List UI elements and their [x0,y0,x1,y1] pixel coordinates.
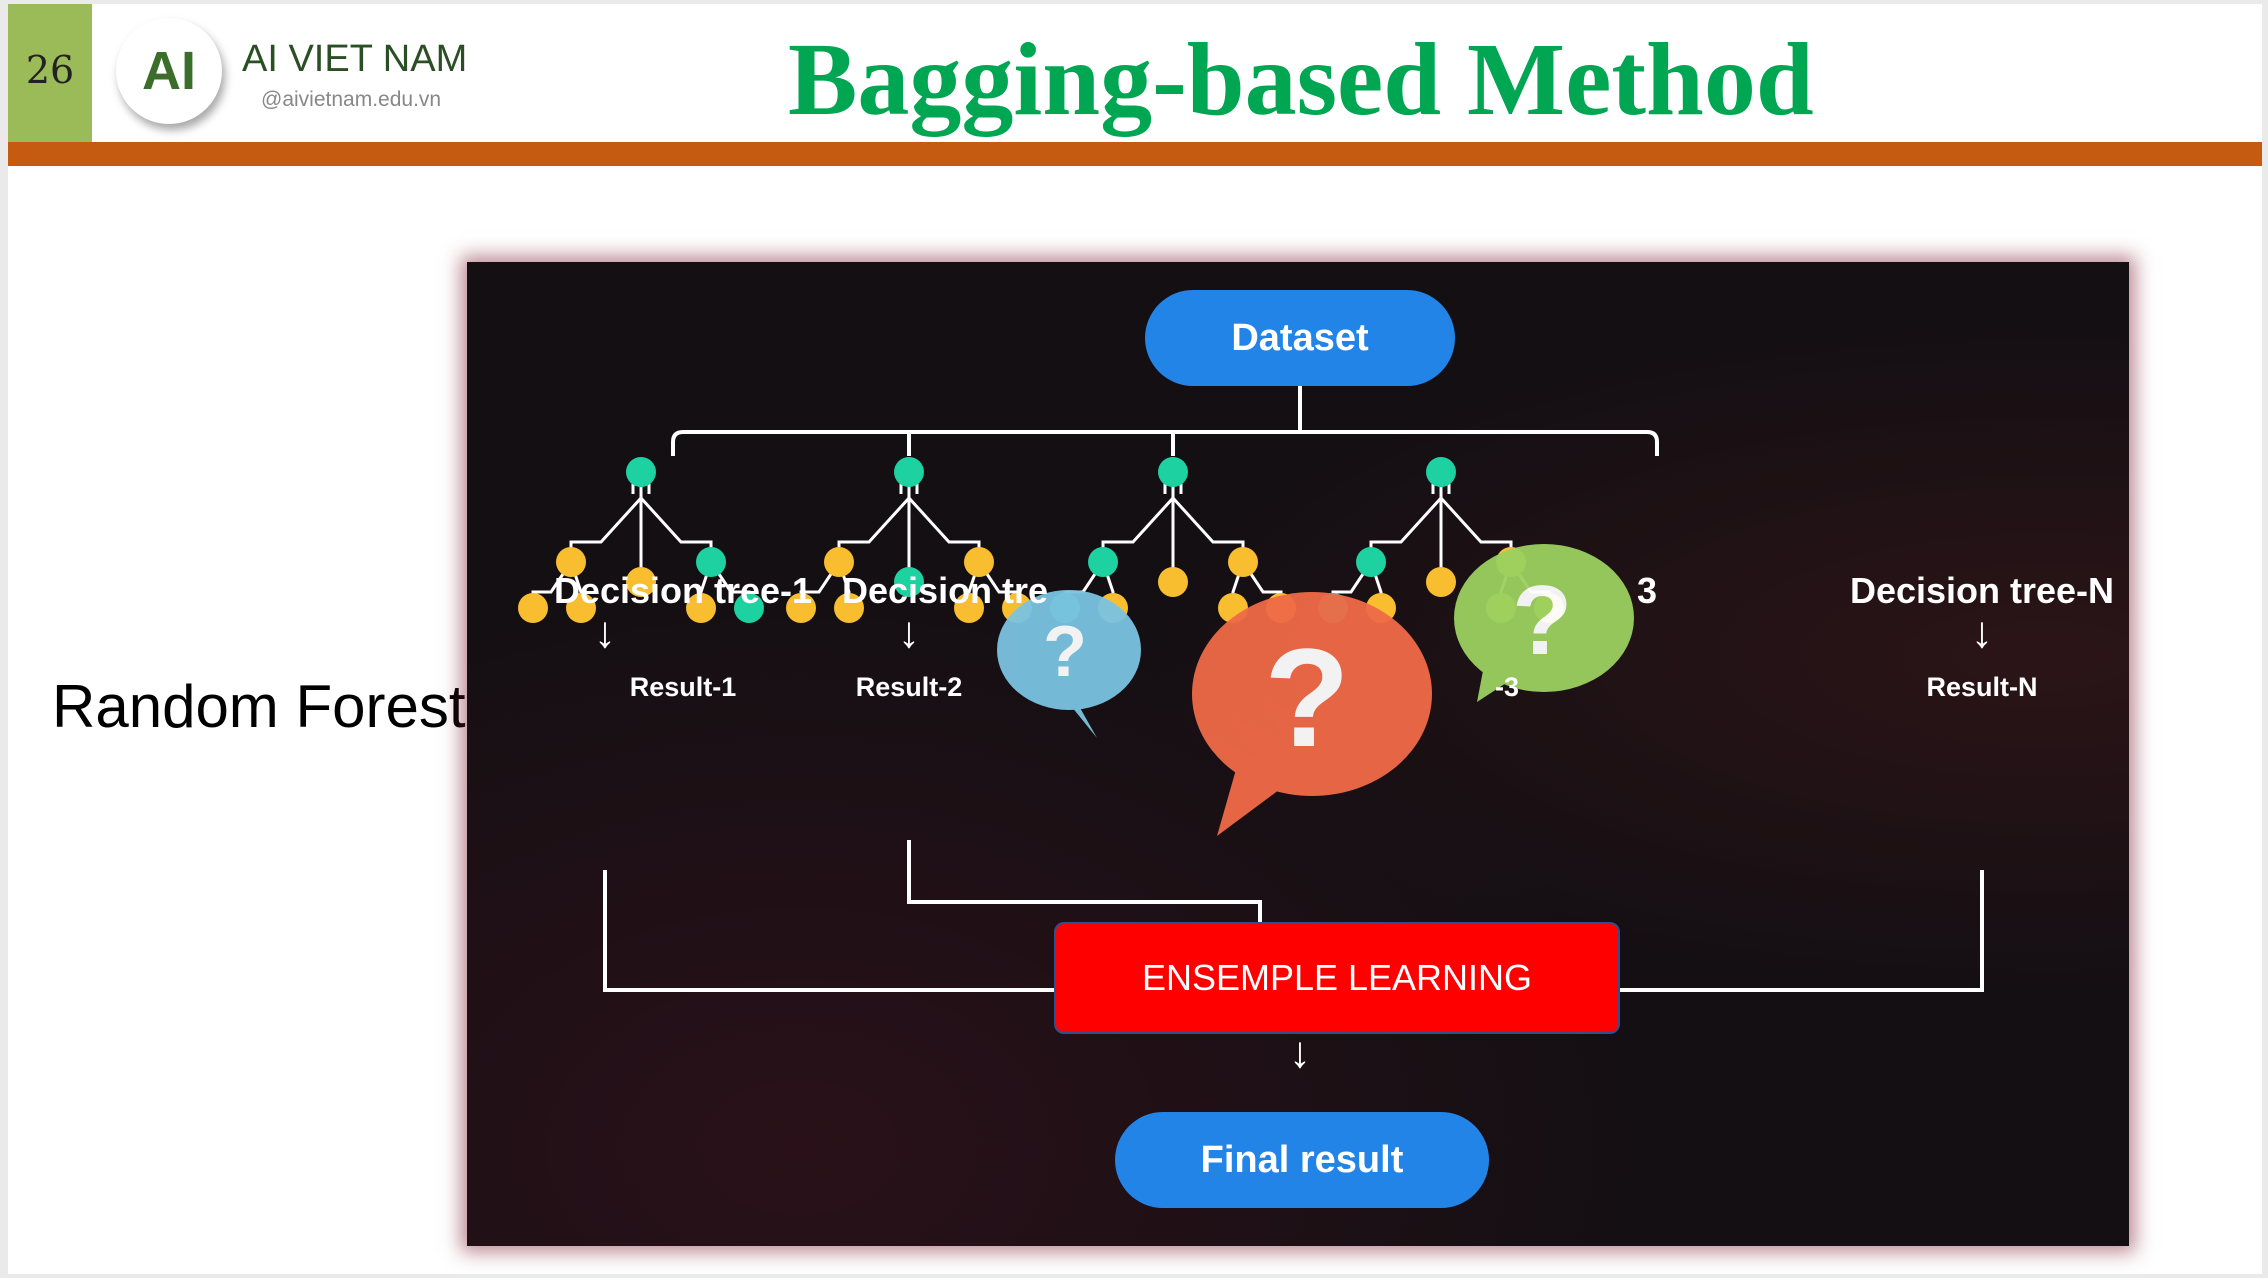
tree-node [1356,547,1386,577]
tree-node [1228,547,1258,577]
logo-text: AI [142,41,196,101]
diagram-canvas: ? ? ? [518,386,1984,992]
tree-leaf-node [518,593,548,623]
arrow-down-icon: ↓ [898,608,920,657]
brand-name: AI VIET NAM [242,38,468,80]
decision-tree-icon [518,457,764,623]
tree-label-3-partial: 3 [1637,570,1658,611]
tree-node [626,567,656,597]
result-connector-lines [603,840,1984,992]
tree-leaf-node [734,593,764,623]
tree-node [1158,567,1188,597]
dataset-branch-lines [671,386,1659,456]
speech-bubble-orange: ? [1192,592,1432,836]
tree-label-2: Decision tre [842,570,1049,611]
arrow-down-icon: ↓ [1289,1028,1311,1077]
slide-title: Bagging-based Method [788,22,1814,137]
result-label-3-partial: -3 [1495,672,1520,702]
tree-node [894,567,924,597]
tree-root-node [1426,457,1456,487]
ensemble-learning-box: ENSEMPLE LEARNING [1054,922,1620,1034]
tree-root-node [1158,457,1188,487]
result-label-1: Result-1 [629,672,737,702]
decision-tree-icon [786,457,1032,623]
header-divider [8,142,2262,166]
tree-label-1: Decision tree-1 [553,570,813,611]
slide: 26 AI AI VIET NAM @aivietnam.edu.vn Bagg… [8,4,2262,1274]
arrow-down-icon: ↓ [1971,608,1993,657]
result-label-2: Result-2 [855,672,963,702]
final-result-pill: Final result [1115,1112,1489,1208]
tree-root-node [626,457,656,487]
question-mark-green: ? [1512,565,1572,675]
arrow-down-icon: ↓ [594,608,616,657]
question-mark-orange: ? [1264,619,1350,776]
random-forest-diagram: ? ? ? Dataset Decision tree-1 ↓ Result-1… [467,262,2129,1246]
question-mark-blue: ? [1043,612,1087,692]
tree-node [1088,547,1118,577]
tree-label-n: Decision tree-N [1849,570,2115,611]
tree-leaf-node [566,593,596,623]
speech-bubble-green: ? [1454,544,1634,702]
tree-node [824,547,854,577]
tree-leaf-node [686,593,716,623]
dataset-pill: Dataset [1145,290,1455,386]
tree-root-node [894,457,924,487]
tree-node [1426,567,1456,597]
tree-leaf-node [834,593,864,623]
result-label-n: Result-N [1926,672,2038,702]
tree-node [696,547,726,577]
random-forest-label: Random Forest [52,673,466,740]
speech-bubble-blue: ? [997,590,1141,738]
tree-node [964,547,994,577]
tree-leaf-node [954,593,984,623]
header-green-block [8,4,92,142]
brand-url: @aivietnam.edu.vn [261,88,442,111]
tree-node [556,547,586,577]
page-number: 26 [25,48,75,92]
logo: AI [116,18,222,124]
tree-leaf-node [786,593,816,623]
